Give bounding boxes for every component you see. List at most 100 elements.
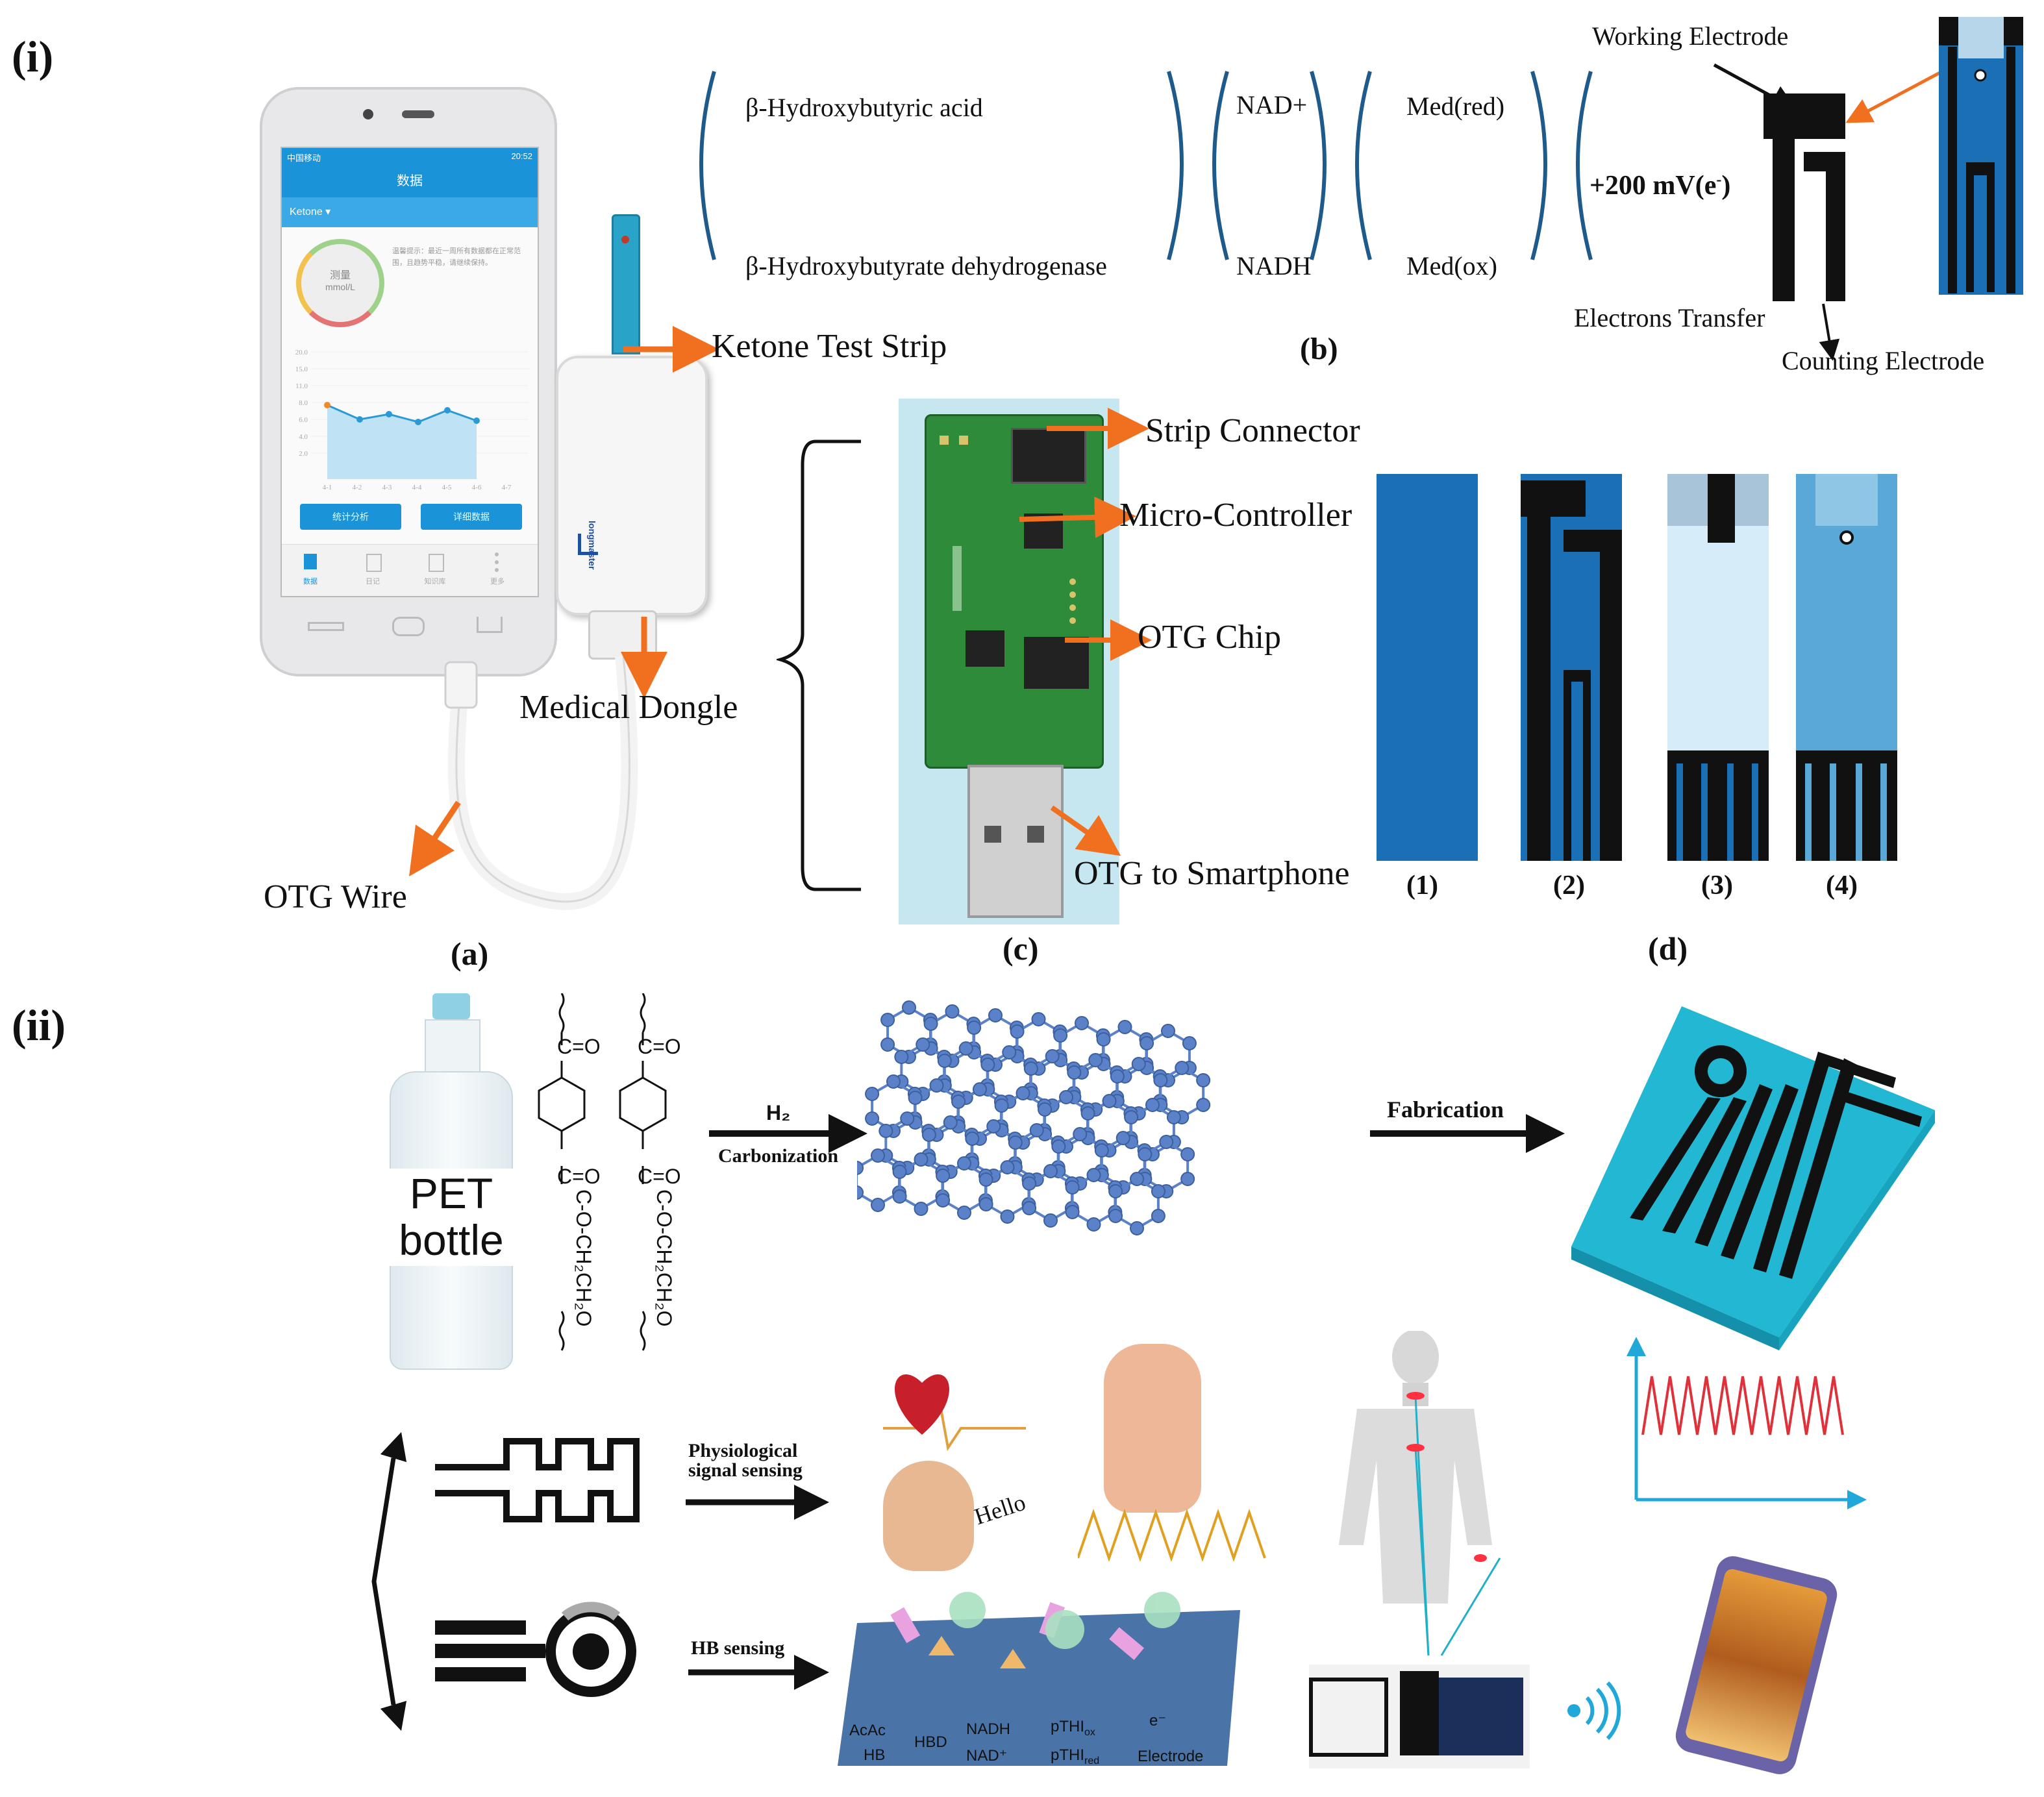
panel-ii-label: (ii): [12, 1000, 66, 1050]
mini-chart-y-tick: 20.0: [295, 349, 308, 356]
carbon-atom: [923, 1017, 938, 1031]
carbon-atom: [1000, 1209, 1015, 1224]
mini-chart-x-tick: 4-7: [502, 484, 512, 491]
carbon-atom: [967, 1021, 982, 1035]
hb-sensor: [435, 1602, 636, 1697]
pthi-ox-subscript: ox: [1084, 1726, 1095, 1738]
nav-more[interactable]: 更多: [490, 578, 505, 586]
mini-chart-y-tick: 8.0: [299, 399, 308, 407]
strip-connector-label: Strip Connector: [1145, 412, 1360, 449]
pet-label-line2: bottle: [399, 1216, 504, 1264]
smartphone: 中国移动 20:52 数据 Ketone ▾ 测量 mmol/L 温馨提示：最近…: [260, 87, 557, 676]
mini-chart-y-tick: 4.0: [299, 433, 308, 441]
sensor-patterns: [435, 1438, 640, 1697]
pthi-ox-text: pTHI: [1051, 1718, 1085, 1735]
pcb-bracket: [777, 440, 861, 891]
layer-4-label: (4): [1826, 871, 1858, 900]
carbon-atom: [994, 1098, 1009, 1113]
carbon-atom: [892, 1189, 907, 1204]
carbon-atom: [929, 1078, 944, 1093]
carbon-atom: [1038, 1102, 1053, 1117]
reaction-hbd: HBD: [914, 1733, 947, 1751]
hand-icon: [1104, 1344, 1201, 1513]
physiological-label: Physiological signal sensing: [688, 1441, 803, 1480]
nadh-label: NADH: [1236, 251, 1312, 280]
ketone-gauge: 测量 mmol/L: [296, 239, 384, 327]
tab-ketone[interactable]: Ketone ▾: [290, 206, 331, 217]
knowledge-tab-icon: [429, 554, 444, 572]
ester-chain-1: C-O-CH₂CH₂O: [572, 1189, 595, 1327]
trend-point: [356, 416, 363, 423]
carbon-atom: [1065, 1180, 1080, 1195]
carbon-atom: [1002, 1045, 1017, 1060]
strip-layers: [1377, 474, 1897, 861]
ketone-strip-label: Ketone Test Strip: [712, 328, 947, 365]
carbon-atom: [1031, 1012, 1046, 1026]
carbon-atom: [1008, 1135, 1023, 1150]
carbon-atom: [973, 1082, 987, 1097]
nav-diary[interactable]: 日记: [366, 578, 380, 586]
home-key: [392, 617, 425, 636]
layer-2-electrodes: [1521, 474, 1622, 861]
med-red-label: Med(red): [1406, 92, 1505, 121]
physiological-line2: signal sensing: [688, 1459, 803, 1481]
carbon-atom: [1086, 1217, 1101, 1232]
tip-text: 温馨提示：最近一周所有数据都在正常范围，且趋势平稳，请继续保持。: [392, 247, 521, 267]
potential-label: +200 mV(e-): [1589, 170, 1730, 201]
front-camera: [363, 109, 373, 119]
mini-chart-y-tick: 11.0: [295, 382, 308, 390]
counting-electrode-label: Counting Electrode: [1782, 346, 1985, 375]
carbon-atom: [1043, 1213, 1058, 1228]
bottle-label: [390, 1169, 513, 1266]
nav-data[interactable]: 数据: [303, 578, 318, 586]
carbon-atom: [936, 1193, 951, 1208]
potential-text: +200 mV(e: [1589, 171, 1717, 201]
reaction-electron: e⁻: [1149, 1712, 1167, 1729]
pcb-header-pins: [1069, 578, 1082, 624]
more-tab-icon: [495, 552, 503, 572]
carrier-text: 中国移动: [287, 153, 321, 163]
working-electrode-label: Working Electrode: [1592, 21, 1789, 51]
statistics-button[interactable]: 统计分析: [300, 504, 401, 530]
carbon-atom: [902, 1000, 916, 1015]
carbon-atom: [886, 1074, 901, 1089]
carbon-atom: [1016, 1086, 1030, 1100]
carbon-atom: [1196, 1073, 1211, 1087]
carbon-atom: [936, 1169, 951, 1183]
carbon-atom: [1130, 1221, 1144, 1235]
carbonyl-top-1: C=O: [557, 1035, 601, 1058]
status-bar: 中国移动 20:52: [282, 148, 538, 165]
carbon-atom: [978, 1172, 993, 1187]
nav-knowledge[interactable]: 知识库: [424, 578, 446, 586]
carbon-atom: [1196, 1098, 1211, 1112]
reaction-pthi-ox: pTHIox: [1051, 1718, 1095, 1739]
carbon-atom: [894, 1050, 909, 1064]
pcb-board: [925, 414, 1104, 769]
potential-superscript: -: [1716, 171, 1722, 188]
potential-close: ): [1721, 171, 1731, 201]
carbon-atom: [871, 1148, 885, 1163]
carbon-atom: [943, 1115, 958, 1130]
pthi-red-text: pTHI: [1051, 1746, 1085, 1764]
carbon-atom: [1053, 1028, 1068, 1043]
carbon-atom: [1117, 1020, 1132, 1034]
substrate-label: β-Hydroxybutyric acid: [745, 93, 983, 122]
bottom-nav: 数据 日记 知识库 更多: [282, 544, 538, 596]
usb-hole: [984, 826, 1001, 843]
head-speaking: [883, 1461, 974, 1571]
wireless-sensor-module: [1309, 1665, 1530, 1768]
carbon-atom: [1102, 1094, 1117, 1108]
layer-1-substrate: [1377, 474, 1478, 861]
usb-hole: [1027, 826, 1044, 843]
carbon-atom: [914, 1152, 929, 1167]
carbon-atom: [957, 1206, 971, 1220]
mini-chart-x-tick: 4-1: [323, 484, 332, 491]
electrode-diagram: [1713, 17, 2023, 361]
carbonyl-bottom-1: C=O: [557, 1165, 601, 1188]
carbon-atom: [1096, 1032, 1111, 1047]
carbon-atom: [1145, 1098, 1160, 1112]
details-button[interactable]: 详细数据: [421, 504, 522, 530]
carbon-atom: [1166, 1110, 1181, 1124]
